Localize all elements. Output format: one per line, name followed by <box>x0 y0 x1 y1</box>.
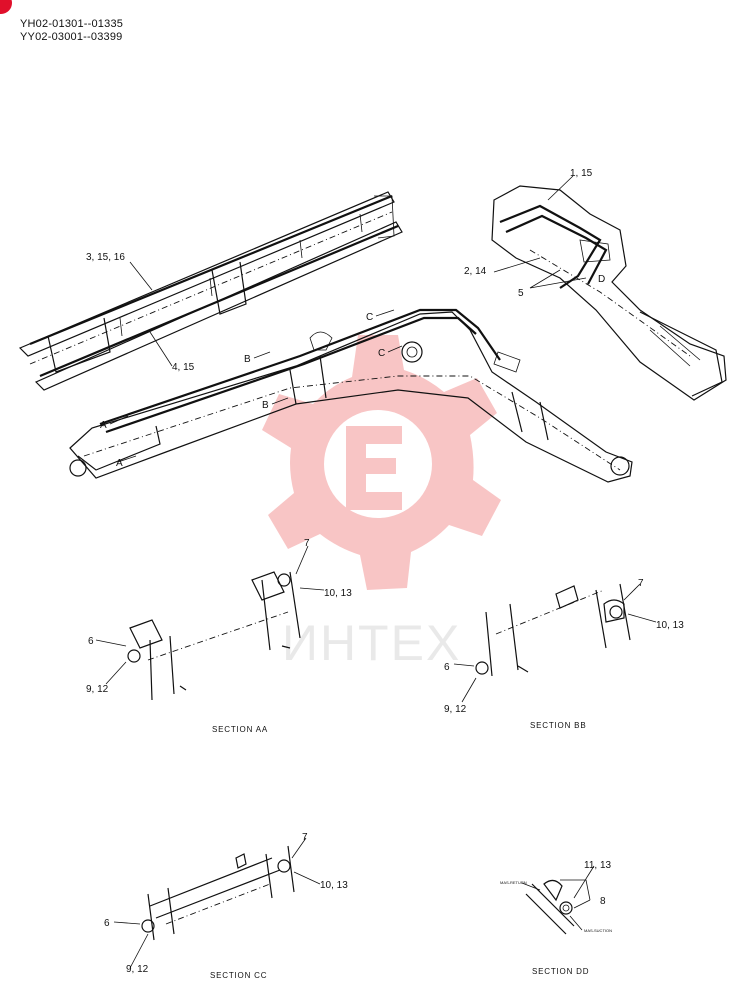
section-cc-callout-9-12: 9, 12 <box>126 964 149 975</box>
section-dd-note-suction: MAS-SUCTION <box>584 928 612 933</box>
section-dd-drawing <box>525 879 591 935</box>
callout-4-15: 4, 15 <box>172 362 195 373</box>
section-bb-callout-6: 6 <box>444 662 450 673</box>
section-aa-callout-7: 7 <box>304 538 310 549</box>
section-bb-callout-10-13: 10, 13 <box>656 620 684 631</box>
section-cc-drawing <box>141 845 295 941</box>
section-dd-title: SECTION DD <box>532 967 589 976</box>
marker-c-1: C <box>366 312 373 323</box>
marker-a-2: A <box>116 458 123 469</box>
section-cc-callout-6: 6 <box>104 918 110 929</box>
section-aa-callout-6: 6 <box>88 636 94 647</box>
section-cc-callout-7: 7 <box>302 832 308 843</box>
marker-a-1: A <box>100 420 107 431</box>
section-dd-note-return: MAS-RETURN <box>500 880 527 885</box>
marker-b-1: B <box>244 354 251 365</box>
callout-5: 5 <box>518 288 524 299</box>
callout-3-15-16: 3, 15, 16 <box>86 252 125 263</box>
callout-2-14: 2, 14 <box>464 266 487 277</box>
section-dd-callout-8: 8 <box>600 896 606 907</box>
boom-assembly <box>69 308 633 483</box>
leader-lines <box>95 175 657 969</box>
marker-c-2: C <box>378 348 385 359</box>
watermark-text: ИНТЕХ <box>282 615 461 671</box>
corner-badge <box>0 0 12 14</box>
section-aa-drawing <box>127 571 301 701</box>
section-aa-callout-10-13: 10, 13 <box>324 588 352 599</box>
section-dd-callout-11-13: 11, 13 <box>584 860 611 871</box>
section-bb-title: SECTION BB <box>530 721 586 730</box>
marker-d: D <box>598 274 605 285</box>
serial-range-1: YH02-01301--01335 <box>20 18 124 30</box>
section-cc-callout-10-13: 10, 13 <box>320 880 348 891</box>
section-bb-drawing <box>475 583 631 677</box>
section-cc-title: SECTION CC <box>210 971 267 980</box>
watermark: ИНТЕХ <box>262 335 501 671</box>
callout-1-15: 1, 15 <box>570 168 593 179</box>
section-bb-callout-9-12: 9, 12 <box>444 704 467 715</box>
marker-b-2: B <box>262 400 269 411</box>
section-bb-callout-7: 7 <box>638 578 644 589</box>
boom-foot-detail <box>491 185 727 401</box>
serial-range-2: YY02-03001--03399 <box>20 31 123 43</box>
arm-assembly <box>18 191 403 391</box>
section-aa-title: SECTION AA <box>212 725 268 734</box>
section-aa-callout-9-12: 9, 12 <box>86 684 109 695</box>
gear-wrench-logo-icon <box>262 335 501 590</box>
